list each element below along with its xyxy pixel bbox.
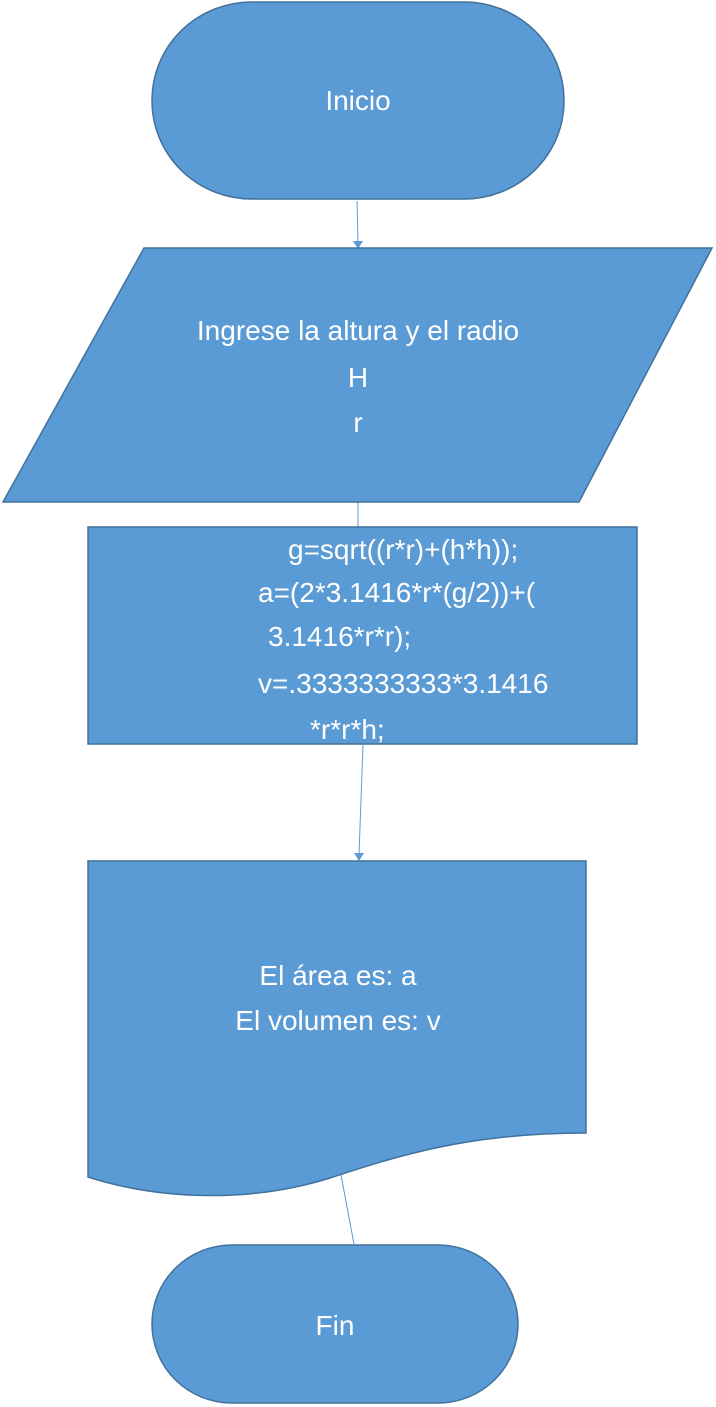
process-line-2: a=(2*3.1416*r*(g/2))+( — [258, 577, 536, 608]
arrowhead-input — [353, 241, 363, 249]
process-line-5: *r*r*h; — [310, 714, 385, 745]
input-line-2: H — [347, 362, 369, 393]
output-document[interactable] — [87, 860, 587, 1197]
process-line-1: g=sqrt((r*r)+(h*h)); — [288, 534, 519, 565]
input-line-1: Ingrese la altura y el radio — [196, 315, 520, 346]
output-line-2: El volumen es: v — [235, 1005, 441, 1036]
arrowhead-output — [354, 853, 364, 861]
connector-start-to-input — [356, 200, 359, 244]
start-terminator[interactable] — [151, 1, 565, 200]
process-line-4: v=.3333333333*3.1416 — [258, 668, 549, 699]
input-parallelogram[interactable] — [1, 247, 714, 503]
start-label: Inicio — [325, 85, 391, 116]
end-terminator[interactable] — [151, 1244, 519, 1404]
connector-process-to-output — [358, 744, 364, 856]
input-line-3: r — [353, 407, 363, 438]
connector-output-to-end — [340, 1174, 355, 1245]
end-label: Fin — [315, 1310, 355, 1341]
process-rectangle[interactable] — [87, 526, 638, 745]
output-line-1: El área es: a — [259, 960, 417, 991]
process-line-3: 3.1416*r*r); — [268, 621, 412, 652]
